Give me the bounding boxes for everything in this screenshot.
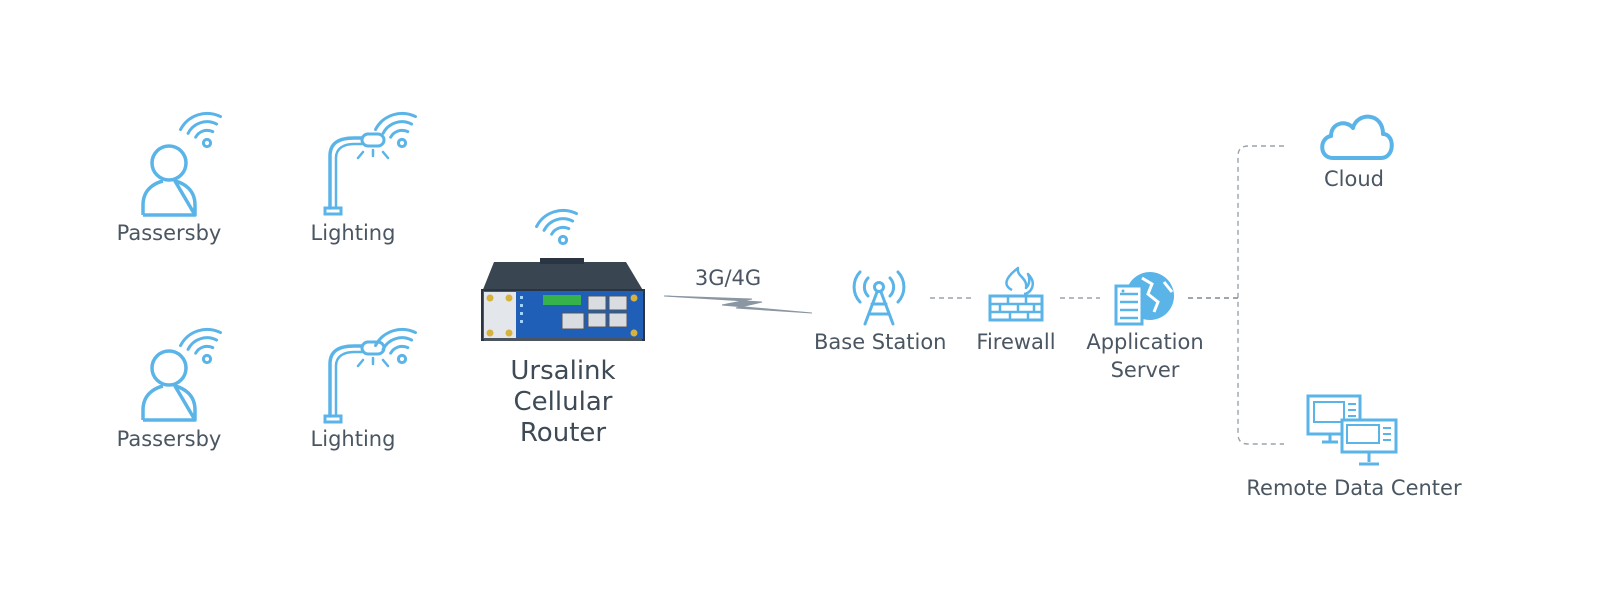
street-light-bottom-icon — [323, 340, 390, 424]
wifi-icon — [371, 106, 417, 149]
passersby-bottom-label: Passersby — [116, 427, 222, 451]
connectors — [930, 145, 1284, 445]
firewall-icon — [988, 266, 1044, 322]
passersby-top-label: Passersby — [116, 221, 222, 245]
remote-data-center-label: Remote Data Center — [1246, 476, 1462, 500]
wifi-icon — [176, 322, 222, 365]
router-label-line3: Router — [519, 418, 607, 448]
lighting-bottom-label: Lighting — [310, 427, 396, 451]
router-label-line2: Cellular — [513, 387, 613, 417]
passersby-bottom-icon — [141, 349, 197, 422]
wifi-icon — [176, 106, 222, 149]
link-label: 3G/4G — [694, 266, 762, 290]
app-server-label-line2: Server — [1110, 358, 1180, 382]
passersby-top-icon — [141, 144, 197, 217]
lighting-top-label: Lighting — [310, 221, 396, 245]
application-server-icon — [1114, 272, 1174, 326]
street-light-top-icon — [323, 132, 390, 216]
cloud-icon — [1320, 114, 1394, 160]
cloud-label: Cloud — [1324, 167, 1384, 191]
base-station-label: Base Station — [814, 330, 947, 354]
app-server-label-line1: Application — [1086, 330, 1204, 354]
remote-data-center-icon — [1306, 394, 1398, 466]
wifi-icon — [532, 203, 578, 246]
firewall-label: Firewall — [976, 330, 1056, 354]
cellular-link-bolt — [663, 295, 813, 314]
router-label-line1: Ursalink — [510, 356, 616, 386]
cellular-router-image — [481, 258, 645, 341]
base-station-tower-icon — [852, 270, 906, 326]
